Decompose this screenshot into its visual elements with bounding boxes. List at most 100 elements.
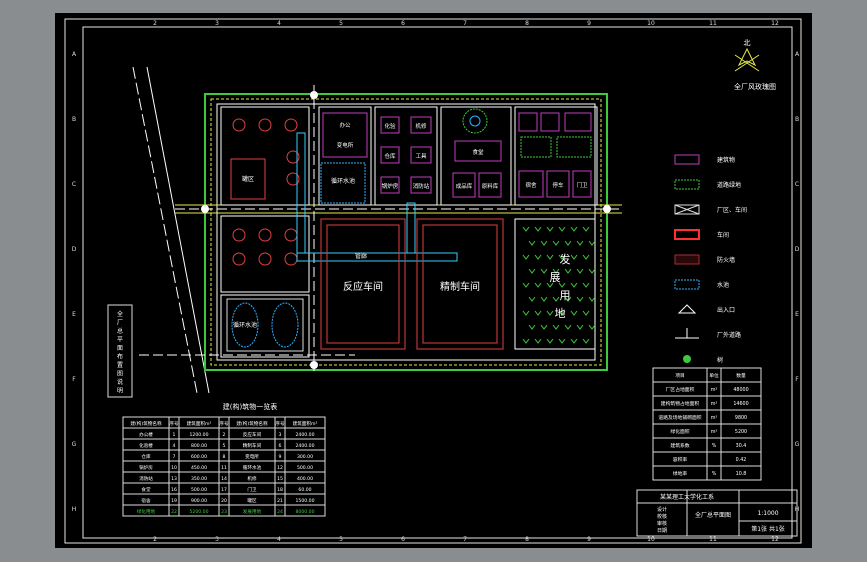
table-cell: 9800 (735, 415, 747, 421)
development-area-label: 发展用地 (550, 252, 571, 320)
external-road-line (132, 66, 198, 394)
table-cell: 1 (173, 432, 176, 438)
table-cell: 建筑面积m² (187, 420, 212, 427)
table-cell: 5200.00 (190, 509, 209, 515)
column-label: 9 (587, 20, 591, 27)
grass-mark (576, 324, 584, 330)
grass-mark (576, 268, 584, 274)
green-road-icon (674, 179, 700, 190)
tank (284, 118, 298, 132)
south-gate (310, 361, 318, 369)
tank (286, 150, 300, 164)
column-label: 9 (587, 536, 591, 543)
sheet-value: 第1张 共1张 (751, 525, 785, 533)
svg-text:门卫: 门卫 (576, 181, 588, 189)
title-role: 审核 (657, 520, 667, 527)
table-cell: 400.00 (297, 476, 313, 482)
grass-mark (570, 254, 578, 260)
reaction-workshop-label: 反应车间 (343, 280, 383, 293)
table-cell: 12 (277, 465, 283, 471)
dev-area-char: 发 (560, 252, 571, 266)
column-label: 5 (339, 20, 343, 27)
grass-mark (540, 240, 548, 246)
building-labels: 办公 变电所 化验 仓库 锅炉房 机修 工具 消防站 食堂 成品库 原料库 宿舍… (337, 121, 588, 190)
pool-right (271, 302, 299, 348)
development-area (514, 218, 596, 350)
grass-mark (522, 310, 530, 316)
table-cell: 23 (221, 509, 227, 515)
grass-mark (564, 268, 572, 274)
dev-area-char: 展 (550, 271, 561, 284)
table-cell: m² (711, 430, 718, 435)
outer-border (64, 18, 802, 544)
table-cell: 7 (173, 454, 176, 460)
svg-text:化验: 化验 (384, 122, 396, 130)
tank (258, 252, 272, 266)
external-road-edge (146, 66, 210, 394)
title-role: 设计 (657, 506, 667, 513)
table-cell: 4 (173, 443, 176, 449)
legend-label: 防火墙 (717, 256, 735, 264)
row-label: A (795, 51, 800, 58)
table-cell: 22 (171, 509, 177, 515)
table-cell: 3 (279, 432, 282, 438)
svg-text:变电所: 变电所 (337, 141, 354, 149)
office-buildings (322, 112, 592, 198)
table-cell: 18 (277, 487, 283, 493)
grass-mark (534, 310, 542, 316)
row-label: B (72, 116, 76, 123)
left-note-char: 总 (117, 327, 123, 335)
cooling-pool-label: 循环水池 (331, 177, 355, 185)
tank-farm-south (232, 228, 298, 266)
grass-mark (588, 268, 596, 274)
table-cell: 1500.00 (296, 498, 315, 504)
table-cell: 变电所 (245, 453, 259, 460)
table-cell: 5 (223, 443, 226, 449)
row-label: C (72, 181, 76, 188)
legend-label: 树 (717, 356, 723, 364)
tank-farm-north (232, 118, 300, 186)
row-label: B (795, 116, 799, 123)
svg-text:办公: 办公 (339, 121, 351, 129)
table-cell: 2400.00 (296, 443, 315, 449)
column-label: 7 (463, 536, 467, 543)
building-icon (674, 154, 700, 165)
table-cell: 14600 (733, 401, 748, 407)
grass-mark (552, 240, 560, 246)
grass-mark (540, 296, 548, 302)
dark-red-box-icon (674, 254, 700, 265)
column-label: 6 (401, 536, 405, 543)
grass-mark (564, 296, 572, 302)
left-note-char: 置 (117, 362, 123, 369)
site-road-outer (210, 98, 602, 366)
legend-label: 厂外道路 (717, 331, 741, 339)
table-cell: 道路及场地铺砌面积 (658, 414, 701, 421)
west-gate (201, 205, 209, 213)
grass-mark (558, 310, 566, 316)
refining-workshop-label: 精制车间 (440, 280, 480, 293)
table-cell: 0.42 (736, 457, 747, 463)
grass-mark (588, 240, 596, 246)
grass-mark (522, 254, 530, 260)
table-cell: 反应车间 (243, 431, 262, 438)
table-cell: 2400.00 (296, 432, 315, 438)
table-cell: 建(构)筑物名称 (130, 420, 162, 427)
grass-mark (546, 310, 554, 316)
grass-mark (570, 310, 578, 316)
grass-mark (570, 226, 578, 232)
table-cell: 机修 (247, 475, 257, 482)
grass-mark (528, 296, 536, 302)
inner-border (82, 26, 793, 539)
column-label: 3 (215, 20, 219, 27)
table-cell: 60.00 (298, 487, 311, 493)
water-icon (674, 279, 700, 290)
road-icon (675, 328, 699, 339)
tank (258, 228, 272, 242)
